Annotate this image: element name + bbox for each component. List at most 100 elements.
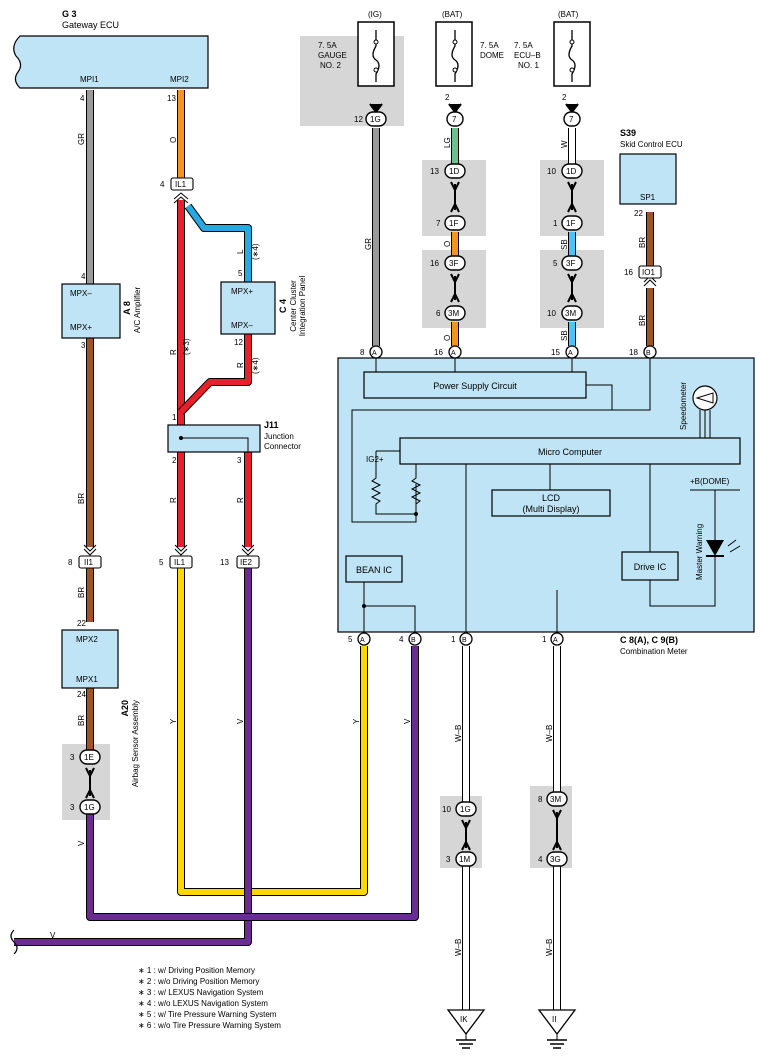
pin-number: 15: [551, 348, 560, 357]
pin-number: 13: [220, 558, 229, 567]
pin-number: 24: [77, 690, 86, 699]
legend-item: ∗ 6 : w/o Tire Pressure Warning System: [138, 1021, 281, 1030]
wire-label: W–B: [545, 939, 554, 956]
wire-label: V: [236, 718, 245, 724]
fuse-rating: 7. 5A: [480, 41, 499, 50]
wire-label: BR: [77, 493, 86, 504]
connector-label: 1D: [449, 167, 459, 176]
connector-label: B: [646, 350, 651, 357]
c4-pin-mpx-plus: MPX+: [231, 287, 253, 296]
wire-label: Y: [352, 718, 361, 724]
ground-label: II: [552, 1015, 556, 1024]
pin-number: 13: [430, 167, 439, 176]
pin-number: 10: [547, 167, 556, 176]
pin-number: 10: [442, 805, 451, 814]
center-cluster-name2: Integration Panel: [298, 276, 307, 337]
connector-label: 1G: [84, 803, 95, 812]
pin-number: 22: [634, 209, 643, 218]
pin-number: 3: [81, 341, 86, 350]
pin-number: 5: [348, 635, 353, 644]
ac-pin-mpx-plus: MPX+: [70, 323, 92, 332]
connector-label: 3M: [448, 309, 459, 318]
wire-label: W: [560, 140, 569, 148]
ac-amplifier-code: A 8: [122, 301, 132, 315]
a20-pin-mpx1: MPX1: [76, 675, 98, 684]
pin-number: 1: [451, 635, 456, 644]
bean-ic-label: BEAN IC: [356, 565, 393, 575]
combination-meter-code: C 8(A), C 9(B): [620, 635, 678, 645]
power-supply-label: Power Supply Circuit: [433, 381, 517, 391]
combination-meter-name: Combination Meter: [620, 647, 688, 656]
pin-number: 3: [70, 803, 75, 812]
pin-number: 4: [81, 272, 86, 281]
wire-label: GR: [364, 238, 373, 250]
fuse-rating: 7. 5A: [514, 41, 533, 50]
skid-name: Skid Control ECU: [620, 140, 683, 149]
pin-number: 7: [436, 219, 441, 228]
connector-label: 1F: [449, 219, 458, 228]
wire-label: BR: [638, 315, 647, 326]
connector-label: II1: [84, 558, 93, 567]
wire-label: O: [443, 241, 452, 247]
wire-label: V: [50, 931, 56, 940]
connector-label: 1D: [566, 167, 576, 176]
pin-number: 5: [238, 269, 243, 278]
junction-name1: Junction: [264, 432, 294, 441]
pin-number: 1: [542, 635, 547, 644]
fuse-ecu-b: (BAT) 7. 5A ECU–B NO. 1 2 7: [514, 10, 591, 127]
ground-label: IK: [460, 1015, 468, 1024]
fuse-number: NO. 2: [320, 61, 341, 70]
airbag-code: A20: [120, 700, 130, 717]
wire-label: O: [443, 335, 452, 341]
connector-label: 3F: [449, 259, 458, 268]
pin-number: 16: [430, 259, 439, 268]
wire-label: SB: [560, 330, 569, 341]
airbag-name: Airbag Sensor Assembly: [131, 700, 140, 787]
wire-label: (∗4): [251, 357, 260, 374]
pin-number: 10: [547, 309, 556, 318]
ground-ik: IK: [446, 1009, 486, 1049]
a20-pin-mpx2: MPX2: [76, 635, 98, 644]
pin-number: 8: [68, 558, 73, 567]
connector-label: A: [553, 637, 558, 644]
wires: [14, 90, 654, 1010]
legend-item: ∗ 4 : w/o LEXUS Navigation System: [138, 999, 268, 1008]
ig2-label: IG2+: [366, 455, 384, 464]
center-cluster-name1: Center Cluster: [289, 280, 298, 332]
speedometer-label: Speedometer: [679, 382, 688, 430]
wire-label: R: [236, 362, 245, 368]
gateway-pin-mpi1: MPI1: [80, 75, 99, 84]
fuse-rating: 7. 5A: [318, 41, 337, 50]
skid-code: S39: [620, 128, 636, 138]
drive-ic-label: Drive IC: [634, 562, 667, 572]
wire-label: BR: [77, 587, 86, 598]
connector-il1-top: IL1 4: [160, 177, 194, 204]
pin-number: 16: [624, 268, 633, 277]
micro-computer-label: Micro Computer: [538, 447, 602, 457]
bdome-label: +B(DOME): [690, 477, 730, 486]
legend-item: ∗ 3 : w/ LEXUS Navigation System: [138, 988, 264, 997]
gateway-ecu-code: G 3: [62, 9, 77, 19]
connector-label: A: [360, 637, 365, 644]
wire-label: W–B: [454, 939, 463, 956]
wire-label: GR: [77, 133, 86, 145]
combination-meter: A 8 A 16 A 15 B 18 Power Supply Circuit …: [337, 345, 755, 656]
wire-label: (∗4): [251, 243, 260, 260]
ground-ii: II: [537, 1009, 577, 1049]
connector-label: 3F: [566, 259, 575, 268]
junction-name2: Connector: [264, 442, 301, 451]
wire-label: R: [236, 497, 245, 503]
connector-label: B: [462, 637, 467, 644]
c4-pin-mpx-minus: MPX–: [231, 321, 253, 330]
gateway-pin-mpi2: MPI2: [170, 75, 189, 84]
wire-label: (∗3): [182, 338, 191, 355]
pin-number: 13: [167, 94, 176, 103]
fuse-gauge: (IG) 7. 5A GAUGE NO. 2 1G 12: [318, 10, 395, 127]
wire-label: O: [169, 137, 178, 143]
master-warning-label: Master Warning: [695, 524, 704, 580]
fuse-name: ECU–B: [514, 51, 541, 60]
connector-label: 3M: [550, 795, 561, 804]
pin-number: 4: [538, 855, 543, 864]
fuse-name: DOME: [480, 51, 504, 60]
